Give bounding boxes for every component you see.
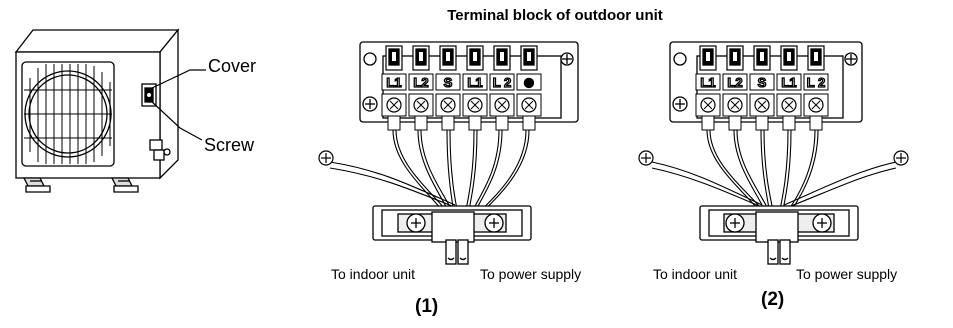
terminal-label: L1 xyxy=(700,75,715,90)
terminal: L 2 xyxy=(489,45,515,131)
terminal: L1 xyxy=(776,45,802,131)
terminal: L 2 xyxy=(803,45,829,131)
terminal: L2 xyxy=(722,45,748,131)
terminal: L1 xyxy=(381,45,407,131)
indoor-unit-label-2: To indoor unit xyxy=(653,266,738,282)
terminal-label: L1 xyxy=(386,75,401,90)
terminal: S xyxy=(435,45,461,131)
terminal: ⊜ xyxy=(516,45,542,131)
terminal-label: L1 xyxy=(467,75,482,90)
terminal-label: L2 xyxy=(413,75,428,90)
outdoor-unit-illustration xyxy=(14,28,180,193)
screw-leader-line xyxy=(149,99,203,141)
cable-clamp-2 xyxy=(699,205,859,265)
terminal: L2 xyxy=(408,45,434,131)
power-supply-label-1: To power supply xyxy=(480,266,582,282)
terminal-label: S xyxy=(758,75,767,90)
terminal: L1 xyxy=(462,45,488,131)
cable-clamp-1 xyxy=(372,205,532,265)
terminal-block-2: L1 L2 S L1 L 2 xyxy=(669,41,863,131)
figure-title: Terminal block of outdoor unit xyxy=(447,7,663,24)
service-valves xyxy=(149,139,171,161)
terminal-block-1: L1 L2 S L1 L 2 ⊜ xyxy=(359,41,579,131)
terminal: L1 xyxy=(695,45,721,131)
cover-plate xyxy=(141,83,157,107)
ground-screw-2 xyxy=(638,150,909,166)
ground-screw-1 xyxy=(318,150,334,166)
terminal-label: L 2 xyxy=(807,75,826,90)
diagram-number-1: (1) xyxy=(415,296,439,317)
terminal: S xyxy=(749,45,775,131)
indoor-unit-label-1: To indoor unit xyxy=(331,266,416,282)
terminal-label: S xyxy=(444,75,453,90)
terminal-label: L 2 xyxy=(493,75,512,90)
cover-label: Cover xyxy=(208,56,257,76)
cover-leader-line xyxy=(151,69,206,89)
terminal-label: L1 xyxy=(781,75,796,90)
mount-screw xyxy=(362,52,574,112)
diagram-number-2: (2) xyxy=(761,289,785,310)
mount-screw xyxy=(672,52,858,112)
terminal-label: L2 xyxy=(727,75,742,90)
power-supply-label-2: To power supply xyxy=(796,266,898,282)
screw-label: Screw xyxy=(204,135,255,155)
terminal-label: ⊜ xyxy=(524,75,535,90)
